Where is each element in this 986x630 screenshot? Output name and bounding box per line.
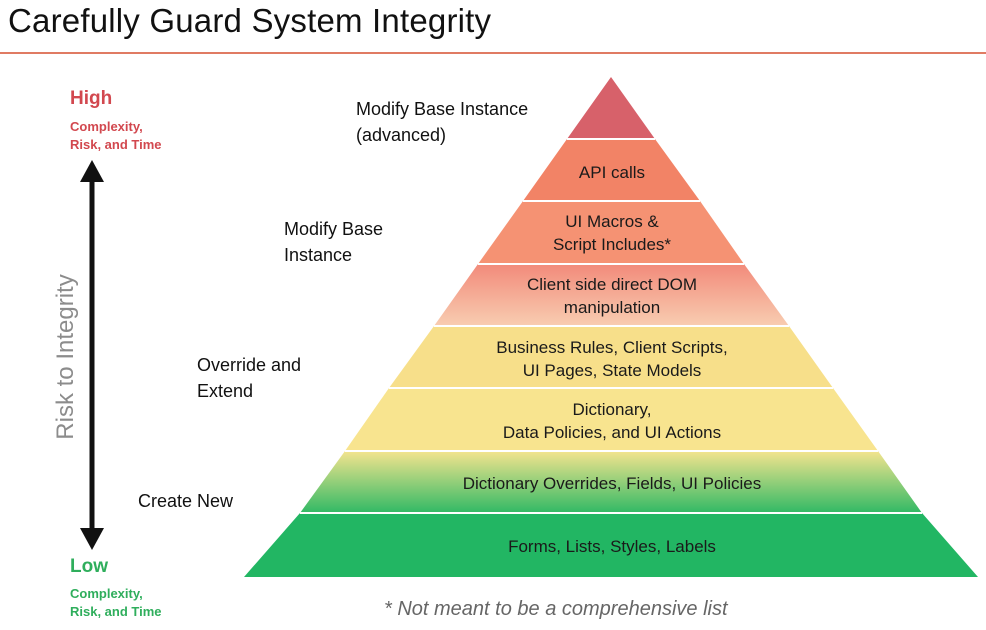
layer-label-dictionary: Dictionary, Data Policies, and UI Action…: [502, 400, 722, 442]
layer-label-dom-manipulation: Client side direct DOM manipulation: [526, 275, 698, 317]
high-label: High: [70, 88, 113, 109]
risk-axis-arrow: [80, 160, 104, 550]
footnote: * Not meant to be a comprehensive list: [384, 598, 728, 620]
category-override-extend: Override and Extend: [197, 355, 302, 401]
low-sublabel-line2: Risk, and Time: [70, 604, 162, 619]
low-label: Low: [70, 556, 108, 577]
low-sublabel: Complexity, Risk, and Time: [70, 585, 162, 621]
layer-label-business-rules: Business Rules, Client Scripts, UI Pages…: [496, 338, 728, 380]
pyramid-layer-2: [523, 139, 700, 201]
layer-label-ui-macros: UI Macros & Script Includes*: [552, 212, 672, 254]
low-sublabel-line1: Complexity,: [70, 586, 143, 601]
pyramid-dividers: [300, 138, 922, 514]
category-modify-base: Modify Base Instance: [284, 219, 384, 265]
layer-label-dictionary-overrides: Dictionary Overrides, Fields, UI Policie…: [462, 474, 762, 493]
pyramid-layer-8: [244, 513, 978, 577]
pyramid-layer-1: [567, 77, 655, 139]
page-title: Carefully Guard System Integrity: [8, 2, 492, 39]
category-create-new: Create New: [138, 491, 234, 511]
pyramid-layer-6: [345, 388, 878, 451]
pyramid-layer-4: [434, 264, 789, 326]
high-sublabel-line1: Complexity,: [70, 119, 143, 134]
layer-label-api-calls: API calls: [578, 163, 646, 182]
layer-label-forms-lists: Forms, Lists, Styles, Labels: [508, 537, 716, 556]
high-sublabel: Complexity, Risk, and Time: [70, 118, 162, 154]
high-sublabel-line2: Risk, and Time: [70, 137, 162, 152]
pyramid-layer-3: [478, 201, 744, 264]
pyramid-layer-5: [389, 326, 833, 388]
pyramid-layer-7: [300, 451, 922, 513]
category-modify-advanced: Modify Base Instance (advanced): [356, 99, 529, 145]
title-divider: [0, 52, 986, 54]
